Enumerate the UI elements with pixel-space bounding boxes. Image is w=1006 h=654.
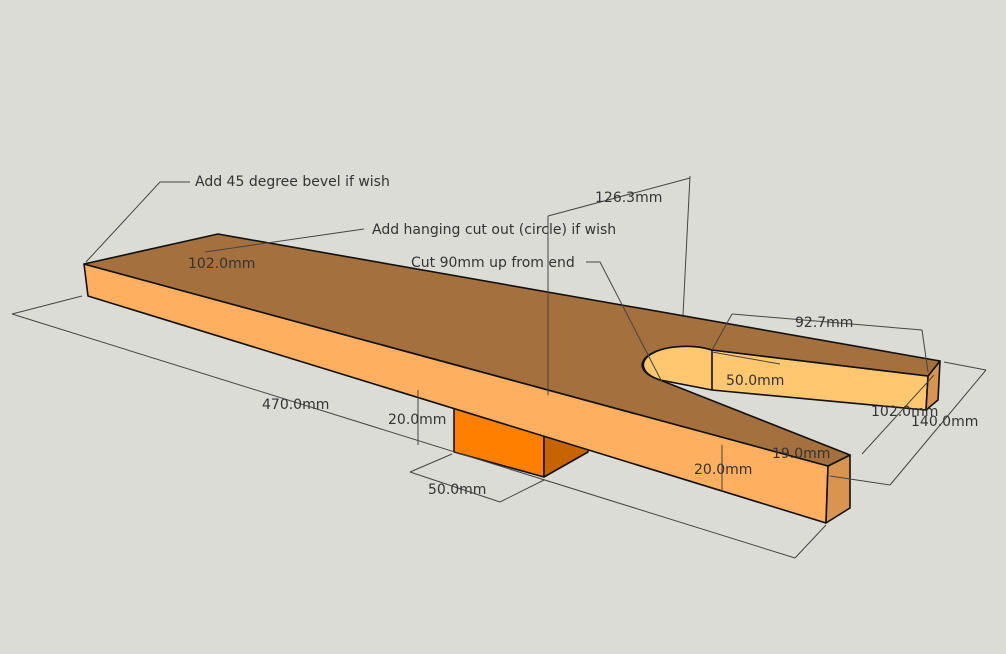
dim-arm-thickness: 19.0mm: [772, 446, 831, 462]
dim-total-width: 140.0mm: [911, 414, 979, 430]
dim-block-height: 20.0mm: [388, 412, 447, 428]
dim-board-thickness: 20.0mm: [694, 462, 753, 478]
dim-block-width: 50.0mm: [428, 482, 487, 498]
dim-arm-width: 102.0mm: [871, 404, 939, 420]
dim-width-left: 102.0mm: [188, 256, 256, 272]
dim-slot-width: 50.0mm: [726, 373, 785, 389]
bevel-note: Add 45 degree bevel if wish: [195, 174, 390, 190]
dim-length: 470.0mm: [262, 397, 330, 413]
cut-note: Cut 90mm up from end: [411, 255, 575, 271]
dim-offset: 126.3mm: [595, 190, 663, 206]
board-top-face: [83, 233, 941, 467]
dim-slot-length: 92.7mm: [795, 315, 854, 331]
dimension-lines: [11, 175, 987, 559]
hanging-cutout-note: Add hanging cut out (circle) if wish: [372, 222, 617, 238]
